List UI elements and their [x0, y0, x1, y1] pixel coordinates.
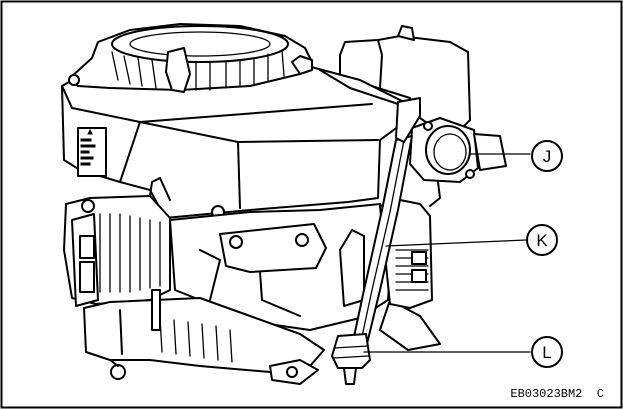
air-cleaner-housing	[339, 35, 471, 133]
callout-l-label: L	[542, 343, 551, 362]
engine-drawing	[61, 23, 507, 385]
callout-j: J	[531, 140, 563, 172]
callout-j-label: J	[543, 147, 552, 166]
figure-code: EB03023BM2 C	[510, 387, 604, 401]
callout-k-label: K	[536, 231, 548, 250]
part-j-cover	[409, 117, 507, 207]
callout-l: L	[531, 336, 563, 368]
part-kl-dipstick-tube	[331, 97, 421, 385]
leader-k	[385, 239, 527, 247]
tube-grommet	[331, 333, 371, 369]
callout-k: K	[526, 224, 558, 256]
leader-lines	[363, 153, 531, 353]
